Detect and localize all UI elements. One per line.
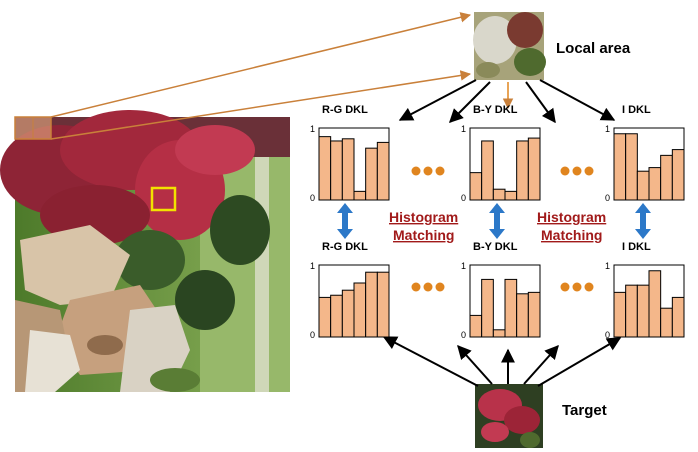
histogram-bar	[504, 190, 518, 201]
y-tick-label-max: 1	[461, 124, 466, 134]
ellipsis-top-left	[411, 166, 445, 176]
histogram-matching-label-1-line1: Histogram	[389, 209, 458, 225]
histogram-bar	[481, 278, 494, 338]
histogram-bar	[613, 291, 627, 338]
histogram-title: B-Y DKL	[473, 104, 518, 116]
histogram-bar	[527, 291, 541, 338]
histogram-matching-label-2-line1: Histogram	[537, 209, 606, 225]
histogram-bar	[492, 188, 506, 201]
histogram-bar	[481, 140, 494, 201]
histogram-bar	[671, 149, 685, 201]
y-tick-label-max: 1	[461, 261, 466, 271]
double-arrow-i	[635, 203, 651, 239]
histogram-bar	[648, 270, 662, 338]
histogram-top-3: I DKL 1 0	[605, 104, 685, 203]
histogram-matching-label-1-line2: Matching	[393, 227, 454, 243]
histogram-bar	[330, 294, 343, 338]
local-area-thumbnail	[473, 12, 546, 80]
target-to-bottom-arrows	[382, 336, 622, 387]
zoom-connector-lines	[50, 12, 472, 140]
histogram-title: R-G DKL	[322, 104, 368, 116]
y-tick-label-min: 0	[605, 193, 610, 203]
histogram-bar	[636, 284, 650, 338]
y-tick-label-min: 0	[461, 193, 466, 203]
histogram-bar	[469, 172, 483, 201]
histogram-top-1: R-G DKL 1 0	[310, 104, 390, 203]
histogram-bottom-2: B-Y DKL 1 0	[461, 241, 541, 340]
histogram-bottom-1: R-G DKL 1 0	[310, 241, 390, 340]
histogram-matching-label-2-line2: Matching	[541, 227, 602, 243]
histogram-bar	[613, 133, 627, 201]
y-tick-label-min: 0	[461, 330, 466, 340]
histogram-bar	[527, 137, 541, 201]
histogram-bar	[492, 329, 506, 338]
y-tick-label-min: 0	[310, 193, 315, 203]
double-arrow-rg	[337, 203, 353, 239]
histogram-bar	[365, 147, 378, 201]
y-tick-label-min: 0	[605, 330, 610, 340]
target-thumbnail	[475, 384, 543, 448]
ellipsis-bottom-left	[411, 282, 445, 292]
histogram-title: I DKL	[622, 241, 651, 253]
histogram-bar	[636, 170, 650, 201]
histogram-title: B-Y DKL	[473, 241, 518, 253]
histogram-bar	[469, 314, 483, 338]
histogram-bar	[365, 271, 378, 338]
histogram-title: I DKL	[622, 104, 651, 116]
y-tick-label-max: 1	[310, 261, 315, 271]
histogram-bar	[625, 133, 638, 201]
histogram-bar	[318, 296, 332, 338]
histogram-bar	[318, 136, 332, 201]
histogram-bar	[341, 138, 355, 201]
histogram-bottom-3: I DKL 1 0	[605, 241, 685, 340]
ellipsis-top-right	[560, 166, 594, 176]
ellipsis-bottom-right	[560, 282, 594, 292]
local-to-top-arrows	[398, 79, 616, 124]
y-tick-label-min: 0	[310, 330, 315, 340]
histogram-bar	[330, 140, 343, 201]
histogram-bar	[353, 190, 367, 201]
histogram-bar	[376, 141, 390, 201]
histogram-bar	[660, 307, 673, 338]
histogram-bar	[516, 293, 529, 338]
histogram-bar	[504, 278, 518, 338]
target-label: Target	[562, 402, 607, 419]
selection-box	[150, 186, 177, 212]
histogram-bar	[625, 284, 638, 338]
matching-double-arrows	[337, 203, 651, 239]
histogram-bar	[516, 140, 529, 201]
histogram-bar	[341, 289, 355, 338]
y-tick-label-max: 1	[605, 261, 610, 271]
histogram-top-2: B-Y DKL 1 0	[461, 104, 541, 203]
histogram-bar	[648, 167, 662, 201]
histogram-bar	[660, 154, 673, 201]
ellipsis-dots	[411, 166, 594, 292]
double-arrow-by	[489, 203, 505, 239]
garden-photo	[0, 110, 290, 392]
local-area-label: Local area	[556, 40, 631, 57]
y-tick-label-max: 1	[310, 124, 315, 134]
histogram-bar	[376, 271, 390, 338]
y-tick-label-max: 1	[605, 124, 610, 134]
histogram-bar	[671, 296, 685, 338]
histogram-title: R-G DKL	[322, 241, 368, 253]
histogram-bar	[353, 282, 367, 338]
